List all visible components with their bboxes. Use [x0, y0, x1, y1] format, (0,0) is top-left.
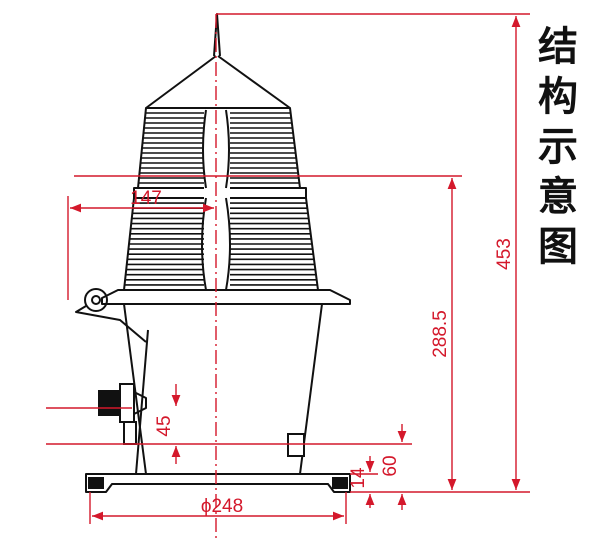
- diagram-title: 结构示意图: [528, 22, 588, 272]
- flange: [101, 289, 351, 305]
- guy-wires: [145, 55, 291, 109]
- title-char: 结: [538, 24, 578, 70]
- hinge: [75, 288, 147, 343]
- label-height-mid: 288.5: [430, 310, 451, 358]
- title-char: 构: [538, 74, 578, 120]
- label-height-total: 453: [494, 238, 515, 270]
- title-char: 示: [538, 124, 578, 170]
- dimension-lines: [46, 13, 530, 540]
- base-plate: [85, 473, 351, 493]
- label-thickness-base: 14: [348, 467, 369, 489]
- nameplate: [287, 433, 305, 457]
- title-char: 图: [538, 224, 578, 270]
- title-char: 意: [538, 174, 578, 220]
- lamp-drawing: [75, 13, 351, 493]
- lightning-rod: [213, 13, 221, 57]
- label-height-base-block: 60: [380, 455, 401, 476]
- label-width-half: 147: [130, 188, 162, 209]
- label-base-diameter: ϕ248: [201, 496, 243, 517]
- label-height-mount: 45: [154, 415, 175, 436]
- dimension-labels: 453 288.5 147 ϕ248 60 14 45: [130, 188, 515, 517]
